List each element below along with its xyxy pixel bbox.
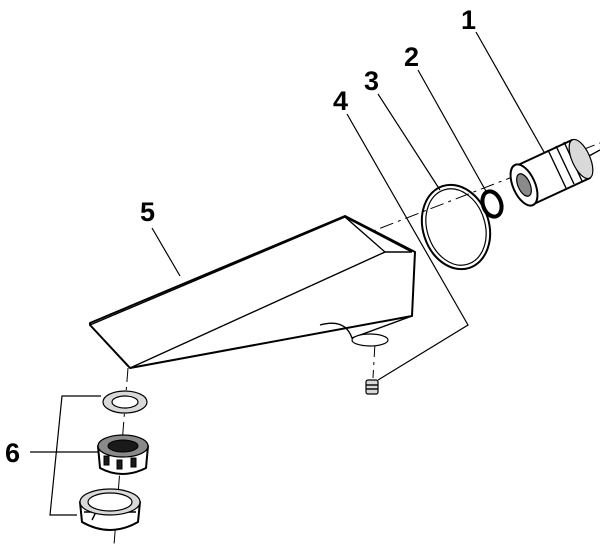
aerator-housing-opening [87, 492, 133, 512]
leader-line-5 [151, 227, 181, 277]
gasket-outer [420, 183, 492, 271]
screw-axis-line [372, 342, 376, 379]
part-3-gasket [420, 183, 492, 271]
gasket-inner [425, 188, 487, 266]
callout-1: 1 [461, 5, 476, 35]
connector-thread-2 [555, 145, 575, 185]
spout-set-screw-hole [351, 333, 389, 347]
bracket-line-6 [49, 395, 101, 516]
leader-lines [30, 31, 545, 516]
part-4-set-screw [365, 379, 379, 395]
part-1-connector [509, 138, 600, 207]
spout-top-edge [89, 216, 387, 369]
callout-3: 3 [364, 66, 379, 96]
part-6-aerator-assembly [79, 390, 149, 531]
connector-bore [516, 173, 532, 197]
callout-5: 5 [140, 197, 155, 227]
aerator-insert-slot-2 [116, 459, 123, 470]
leader-line-1 [475, 31, 545, 153]
aerator-washer-hole [111, 395, 139, 409]
leader-line-3 [377, 93, 441, 191]
aerator-insert-slot-3 [130, 457, 137, 468]
aerator-insert-mesh [107, 439, 139, 453]
connector-pin [588, 149, 600, 157]
spout-underside-curve [319, 315, 413, 339]
leader-line-4 [346, 113, 469, 381]
callout-2: 2 [404, 42, 419, 72]
connector-thread-1 [547, 149, 567, 189]
part-5-spout [89, 215, 416, 369]
leader-line-2 [417, 69, 488, 194]
set-screw-body [365, 379, 379, 395]
callout-6: 6 [5, 438, 20, 468]
spout-rear-edge [344, 216, 413, 253]
callout-4: 4 [333, 86, 348, 116]
aerator-insert-slot-1 [103, 455, 110, 466]
